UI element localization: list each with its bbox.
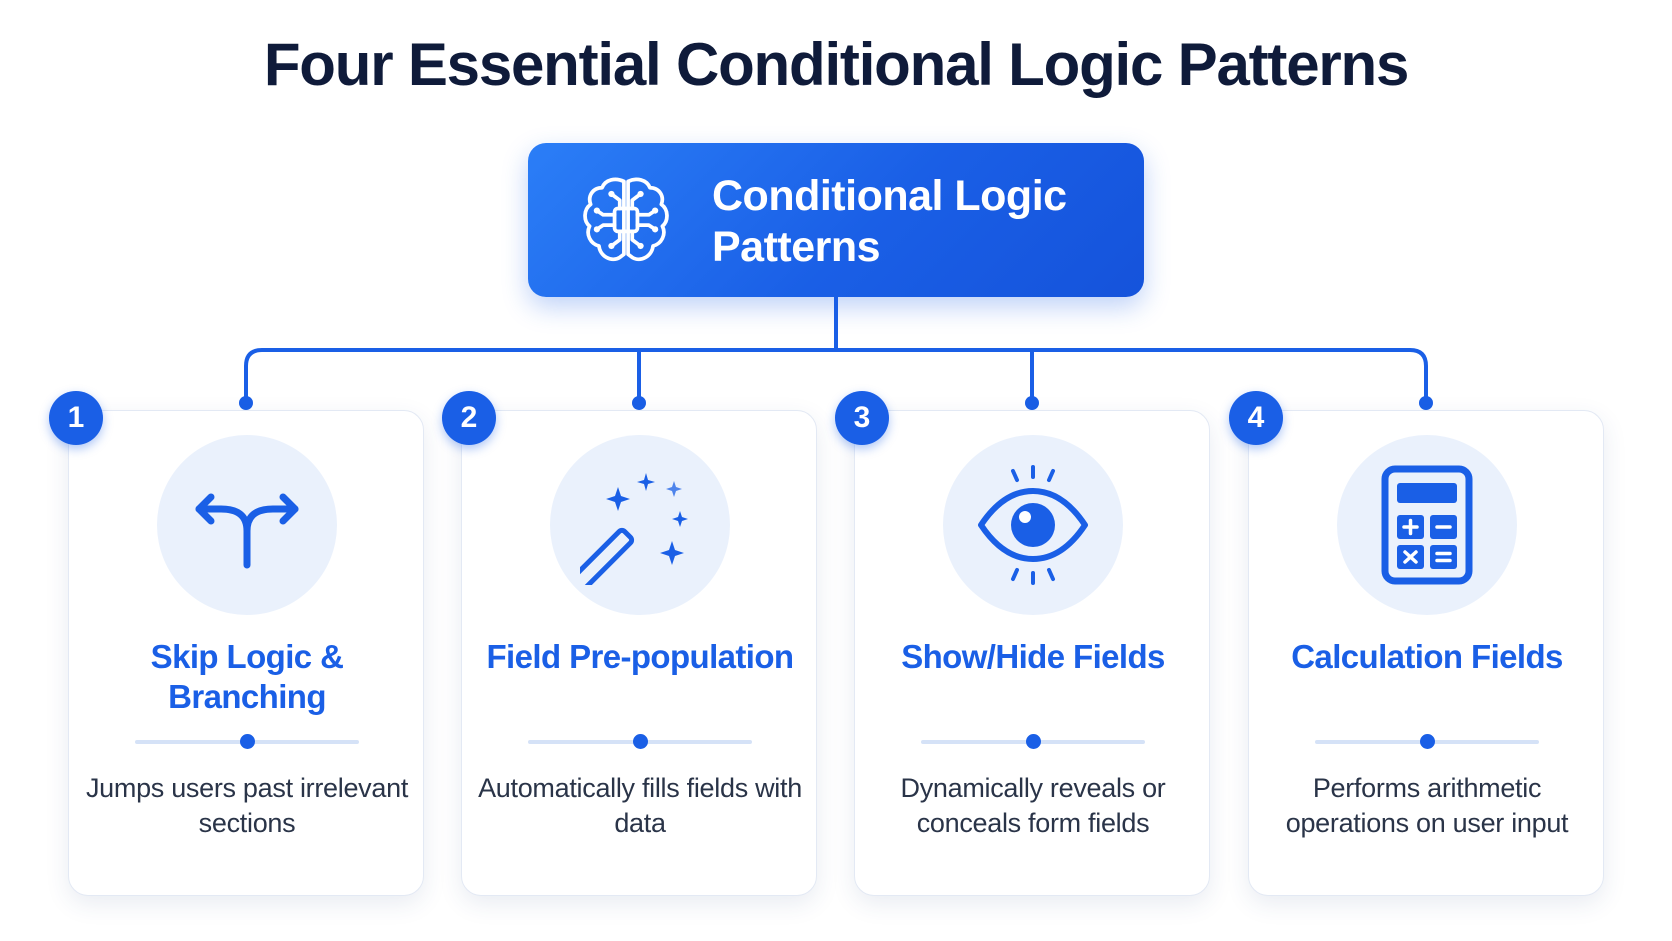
divider-dot bbox=[1026, 734, 1041, 749]
pattern-title: Field Pre-population bbox=[486, 638, 795, 675]
pattern-card-show-hide: 3 Show/Hide Fields Dynamically reveals o… bbox=[835, 391, 1210, 896]
pattern-description: Performs arithmetic operations on user i… bbox=[1285, 773, 1569, 838]
pattern-description: Dynamically reveals or conceals form fie… bbox=[900, 773, 1166, 838]
calculator-icon bbox=[1381, 465, 1473, 585]
magic-wand-icon bbox=[580, 473, 688, 585]
root-title: Conditional Logic Patterns bbox=[712, 172, 1067, 271]
step-badge: 1 bbox=[49, 391, 103, 445]
pattern-card-skip-logic: 1 Skip Logic & Branching Jumps users pas… bbox=[49, 391, 424, 896]
root-node: Conditional Logic Patterns bbox=[528, 143, 1144, 297]
icon-circle bbox=[943, 435, 1123, 615]
pattern-title: Show/Hide Fields bbox=[901, 638, 1165, 675]
divider-dot bbox=[633, 734, 648, 749]
page-title: Four Essential Conditional Logic Pattern… bbox=[263, 31, 1409, 98]
pattern-description: Automatically fills fields with data bbox=[478, 773, 802, 838]
branch-arrows-icon bbox=[195, 493, 299, 569]
pattern-card-pre-population: 2 Field Pre-population Automatically fil… bbox=[442, 391, 817, 896]
icon-circle bbox=[157, 435, 337, 615]
icon-circle bbox=[550, 435, 730, 615]
pattern-title: Calculation Fields bbox=[1291, 638, 1563, 675]
divider-dot bbox=[240, 734, 255, 749]
step-badge: 2 bbox=[442, 391, 496, 445]
eye-icon bbox=[978, 465, 1088, 585]
divider-dot bbox=[1420, 734, 1435, 749]
brain-circuit-icon bbox=[583, 177, 669, 262]
step-badge: 4 bbox=[1229, 391, 1283, 445]
pattern-description: Jumps users past irrelevant sections bbox=[85, 773, 409, 838]
icon-circle bbox=[1337, 435, 1517, 615]
step-badge: 3 bbox=[835, 391, 889, 445]
pattern-title: Skip Logic & Branching bbox=[150, 638, 344, 715]
pattern-card-calculation: 4 Calculation Fields Performs arithmetic… bbox=[1229, 391, 1604, 896]
